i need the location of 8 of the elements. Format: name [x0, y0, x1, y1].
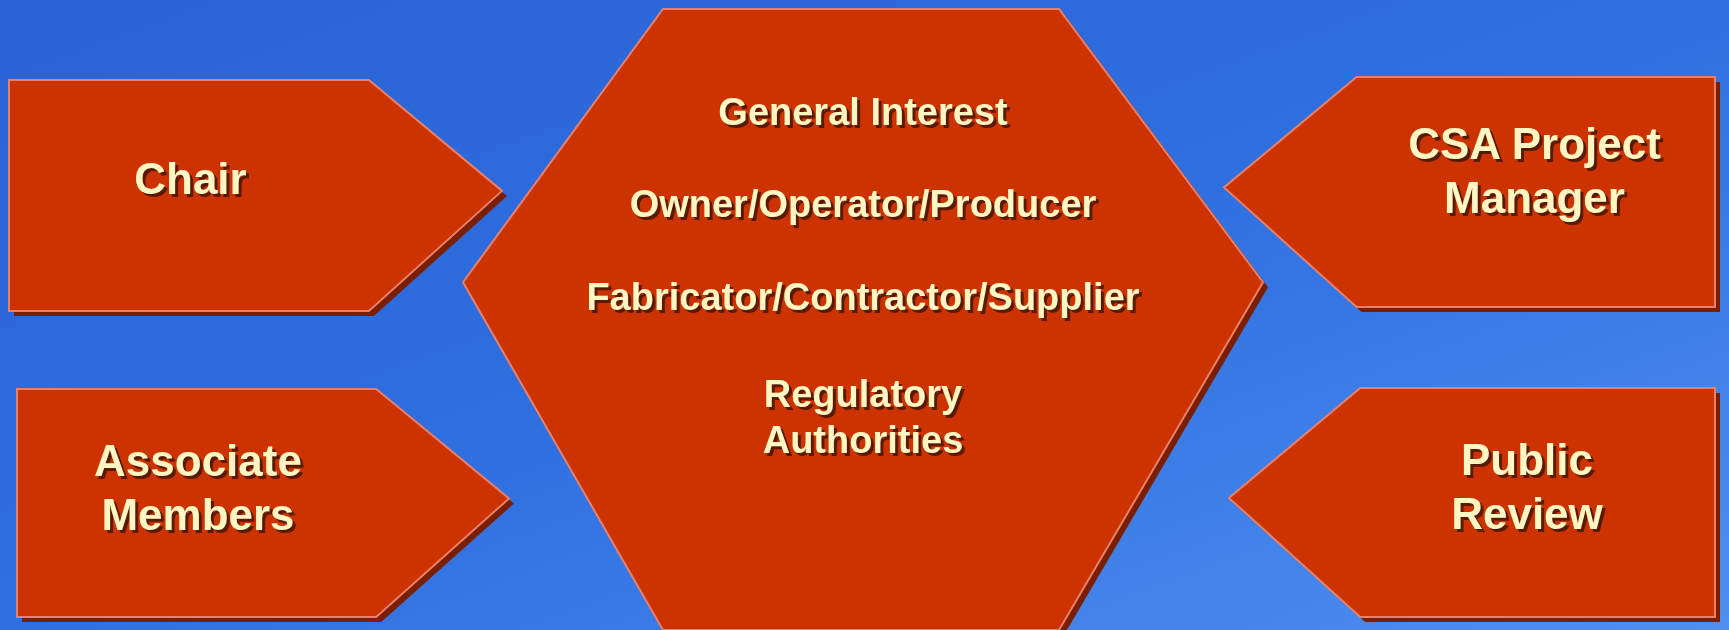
role-label: Public Review [1450, 434, 1604, 540]
category-label: General Interest [717, 90, 1009, 135]
category-label: Owner/Operator/Producer [628, 182, 1098, 227]
role-label: Chair [133, 153, 248, 205]
category-label: Regulatory Authorities [761, 372, 965, 464]
role-label: CSA Project Manager [1407, 118, 1662, 224]
category-label: Fabricator/Contractor/Supplier [585, 275, 1141, 320]
role-label: Associate Members [93, 435, 303, 541]
